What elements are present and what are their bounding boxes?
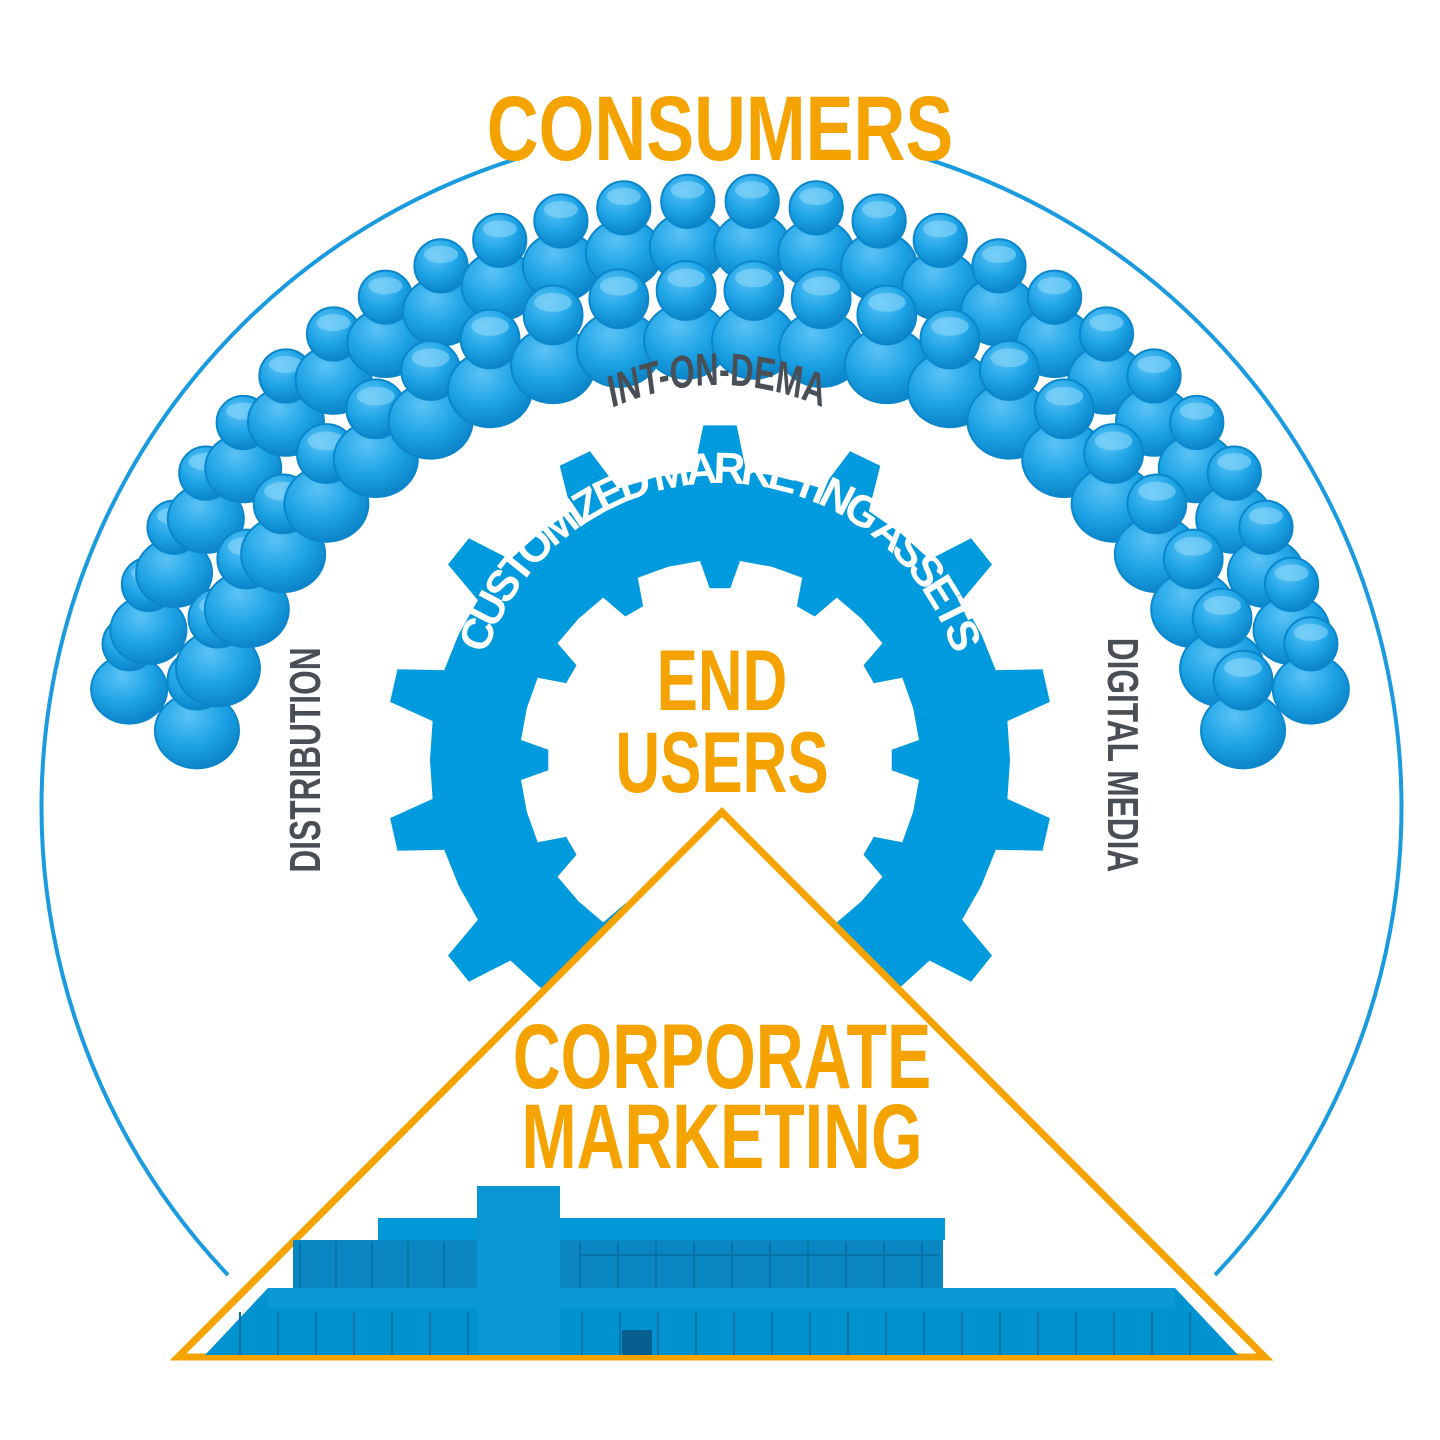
label-distribution: DISTRIBUTION — [281, 647, 330, 872]
label-digital-media: DIGITAL MEDIA — [1098, 638, 1147, 873]
person-icon — [840, 193, 919, 302]
person-icon — [460, 212, 539, 322]
person-icon — [1021, 378, 1108, 499]
person-icon — [584, 180, 663, 289]
title-consumers: CONSUMERS — [487, 77, 953, 180]
person-icon — [959, 238, 1038, 347]
person-icon — [777, 180, 856, 289]
title-gap — [515, 60, 925, 180]
person-icon — [710, 260, 797, 380]
end-users-line1: END — [657, 632, 788, 728]
person-icon — [648, 173, 727, 283]
person-icon — [966, 340, 1053, 460]
person-icon — [643, 260, 730, 380]
person-icon — [402, 238, 481, 347]
person-icon — [575, 268, 662, 388]
person-icon — [510, 284, 597, 405]
corporate-line2: MARKETING — [521, 1084, 922, 1187]
person-icon — [778, 268, 865, 388]
gear-shape — [390, 425, 1050, 1095]
consumer-crowd — [90, 173, 1350, 770]
person-icon — [1200, 649, 1287, 770]
person-icon — [901, 212, 980, 322]
building-icon — [205, 1186, 1238, 1355]
end-users-line2: USERS — [615, 714, 828, 810]
person-icon — [1271, 616, 1350, 725]
person-icon — [713, 173, 792, 283]
corporate-line1: CORPORATE — [513, 1004, 931, 1107]
